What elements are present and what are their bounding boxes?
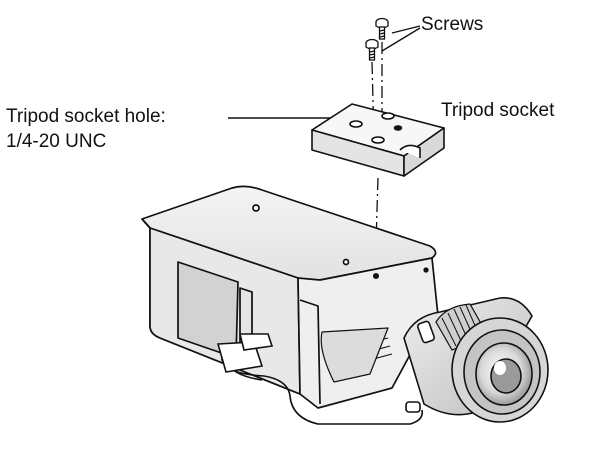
screw-icon xyxy=(365,38,379,61)
camera-body xyxy=(141,185,439,409)
tripod-socket-label: Tripod socket xyxy=(441,100,555,121)
tripod-socket-hole-label: Tripod socket hole: xyxy=(6,106,166,127)
screw-icon xyxy=(375,17,389,40)
screws-label: Screws xyxy=(421,14,484,35)
screws-leader-1 xyxy=(391,25,421,34)
lens-assembly xyxy=(403,297,549,423)
leader-lines xyxy=(228,25,421,119)
tripod-socket-plate xyxy=(311,103,445,177)
cable xyxy=(216,333,424,425)
screws-leader-2 xyxy=(381,27,421,52)
tripod-socket-hole-spec: 1/4-20 UNC xyxy=(6,131,107,152)
alignment-lines xyxy=(371,42,383,276)
